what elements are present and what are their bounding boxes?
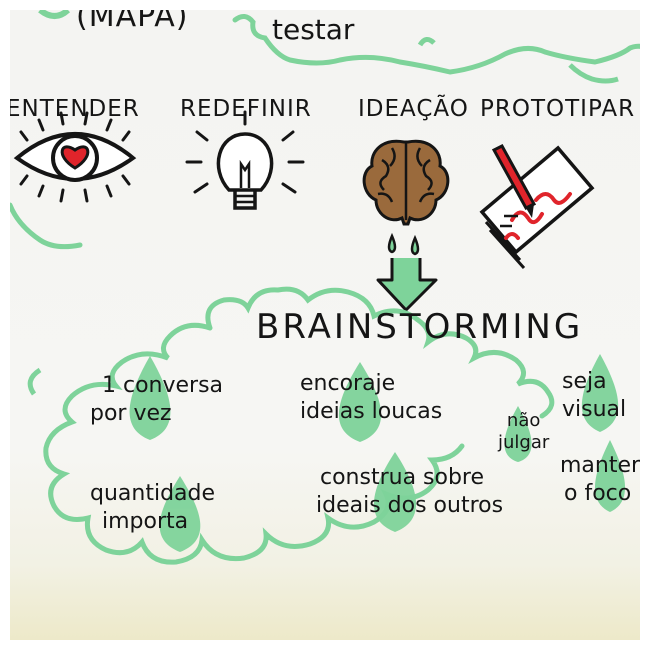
tip-line: 1 conversa [102, 373, 224, 398]
brainstorm-cloud [43, 286, 555, 565]
left-cloud-curl [27, 367, 42, 396]
tip-line: encoraje [300, 371, 396, 396]
brain-icon [362, 139, 450, 226]
down-arrow-icon [376, 258, 438, 312]
tip-quantity-matters: quantidade importa [90, 480, 215, 536]
left-green-swirl [10, 202, 83, 250]
stage-label-ideacao: IDEAÇÃO [358, 96, 469, 122]
drop-6 [373, 452, 417, 532]
stage-label-entender: ENTENDER [10, 96, 140, 122]
lightbulb-icon [185, 110, 305, 210]
right-green-line [568, 63, 619, 84]
brainstorming-title: BRAINSTORMING [256, 307, 584, 347]
tip-line: construa sobre [320, 465, 485, 490]
top-green-curl [417, 37, 436, 47]
drop-4 [581, 354, 619, 432]
stage-label-prototipar: PROTOTIPAR [480, 96, 636, 122]
tip-one-conversation: 1 conversa por vez [90, 372, 223, 428]
sketch-drawings [10, 10, 640, 565]
tip-stay-focused: manter o foco [560, 452, 640, 508]
tip-line: julgar [498, 432, 550, 453]
tip-line: por vez [90, 401, 172, 426]
tip-line: quantidade [90, 481, 216, 506]
tip-dont-judge: não julgar [498, 410, 549, 454]
tip-line: seja [562, 369, 607, 394]
drop-2 [338, 362, 382, 442]
map-label: (MAPA) [76, 10, 189, 34]
tip-line: visual [562, 397, 627, 422]
stage-label-redefinir: REDEFINIR [180, 96, 312, 122]
tip-line: o foco [564, 481, 632, 506]
flipchart-photo: (MAPA) testar ENTENDER REDEFINIR IDEAÇÃO… [10, 10, 640, 640]
tip-be-visual: seja visual [562, 368, 626, 424]
drop-1 [129, 356, 171, 440]
drop-7 [594, 440, 626, 512]
tip-line: ideais dos outros [316, 493, 504, 518]
top-green-doodle [38, 10, 71, 19]
tip-drops [129, 354, 626, 552]
testar-label: testar [272, 13, 355, 46]
drop-3 [504, 406, 532, 462]
pencil-paper-icon [479, 144, 595, 270]
drop-5 [159, 476, 201, 552]
tip-crazy-ideas: encoraje ideias loucas [300, 370, 442, 426]
top-green-cloud-line [232, 14, 640, 75]
tip-build-on-ideas: construa sobre ideais dos outros [316, 464, 503, 520]
tip-line: não [506, 410, 541, 431]
tip-line: manter [560, 453, 640, 478]
tip-line: importa [102, 509, 189, 534]
eye-heart-icon [13, 111, 137, 203]
tip-line: ideias loucas [300, 399, 443, 424]
